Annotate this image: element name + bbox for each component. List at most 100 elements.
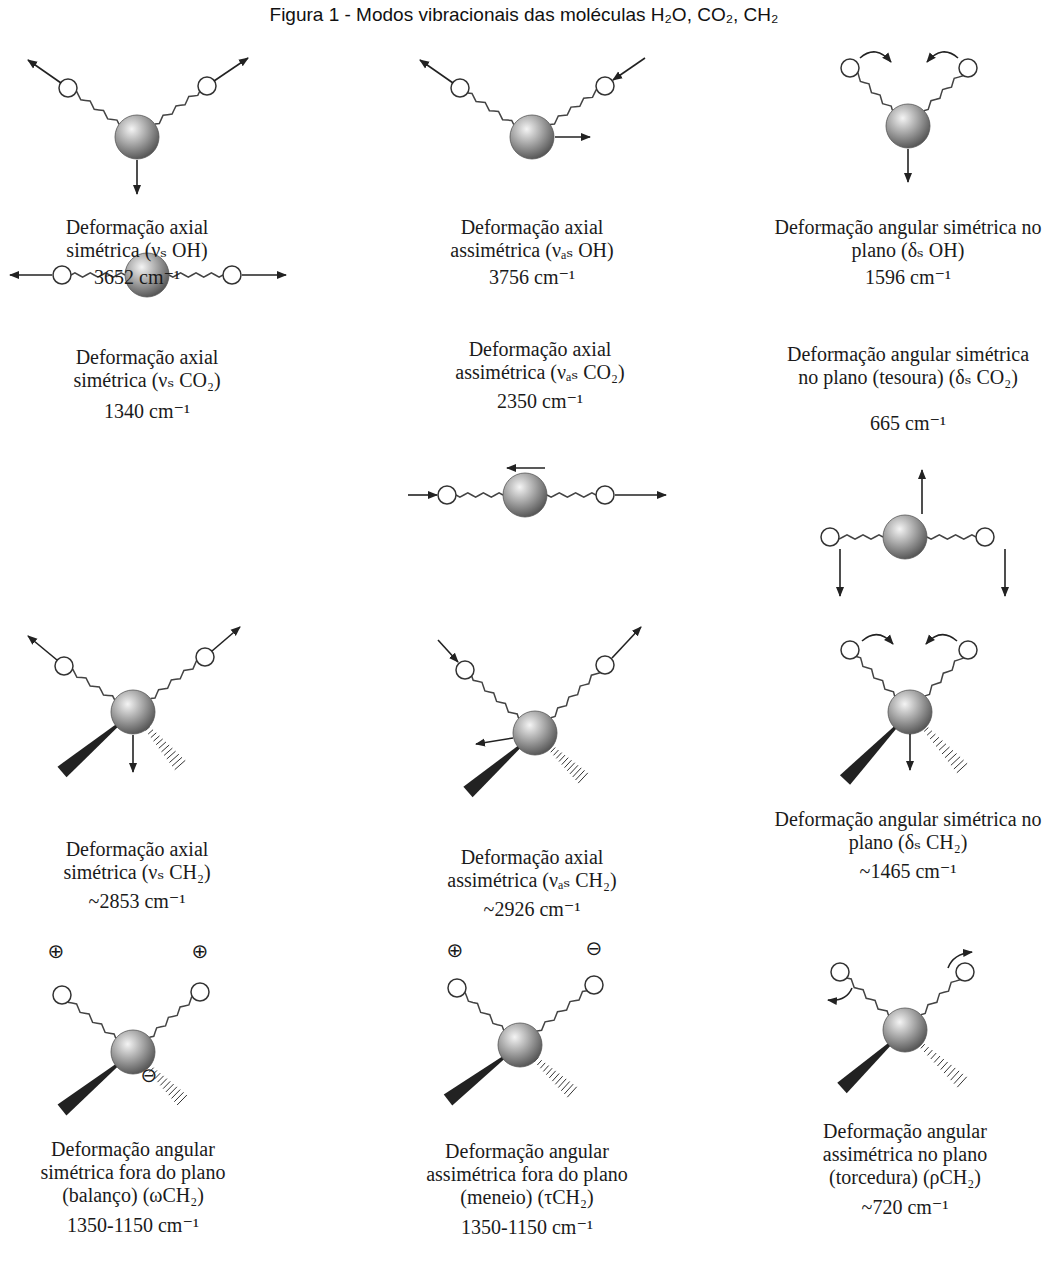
- light-atom: [198, 77, 216, 95]
- hash-bond: [957, 763, 967, 773]
- light-atom: [821, 528, 839, 546]
- bond-spring: [856, 657, 894, 697]
- motion-arrow: [408, 494, 437, 496]
- central-atom: [883, 515, 927, 559]
- hash-bond: [567, 1087, 576, 1097]
- light-atom: [959, 641, 977, 659]
- hash-bond: [930, 734, 935, 739]
- hash-bond: [559, 755, 565, 761]
- hash-bond: [931, 1053, 936, 1059]
- hash-bond: [160, 1079, 167, 1086]
- hash-bond: [927, 1050, 932, 1055]
- wavenumber-label: 665 cm⁻¹: [870, 412, 946, 435]
- central-atom: [886, 104, 930, 148]
- hash-bond: [562, 758, 568, 765]
- hash-bond: [924, 1047, 928, 1052]
- hash-bond: [164, 748, 172, 755]
- central-atom: [503, 473, 547, 517]
- light-atom: [596, 486, 614, 504]
- wavenumber-label: 1350-1150 cm⁻¹: [67, 1214, 199, 1237]
- light-atom: [448, 979, 466, 997]
- hash-bond: [151, 733, 156, 738]
- hash-bond: [554, 750, 559, 755]
- motion-arrow: [839, 549, 841, 596]
- wavenumber-label: ~720 cm⁻¹: [862, 1196, 949, 1219]
- motion-arrow: [612, 627, 641, 658]
- motion-arrow: [10, 274, 52, 276]
- bond-spring: [858, 73, 893, 111]
- bond-spring: [847, 978, 889, 1015]
- motion-arrow: [921, 470, 923, 514]
- wavenumber-label: 1596 cm⁻¹: [865, 266, 951, 289]
- mode-caption: Deformação angular assimétrica no plano …: [789, 1120, 1021, 1189]
- light-atom: [53, 986, 71, 1004]
- bond-spring: [547, 493, 596, 497]
- hash-bond: [948, 754, 957, 762]
- hash-bond: [546, 1068, 552, 1074]
- charge-sign: ⊕: [192, 941, 209, 961]
- motion-arrow: [615, 494, 666, 496]
- wavenumber-label: ~2853 cm⁻¹: [89, 890, 186, 913]
- hash-bond: [578, 773, 588, 783]
- mode-caption: Deformação axial simétrica (νₛ OH): [50, 216, 225, 262]
- hash-bond: [158, 1076, 164, 1082]
- light-atom: [596, 77, 614, 95]
- light-atom: [53, 266, 71, 284]
- motion-arrow: [438, 640, 458, 662]
- motion-arrow: [214, 58, 248, 81]
- central-atom: [513, 711, 557, 755]
- hash-bond: [957, 1077, 966, 1087]
- motion-arrow: [212, 627, 240, 651]
- mode-caption: Deformação angular simétrica no plano (t…: [784, 343, 1032, 389]
- hash-bond: [551, 748, 555, 753]
- mode-caption: Deformação angular simétrica fora do pla…: [22, 1138, 244, 1207]
- bond-spring: [921, 980, 960, 1015]
- motion-arrow: [909, 734, 911, 770]
- hash-bond: [555, 1076, 562, 1084]
- bond-spring: [839, 535, 883, 539]
- bond-spring: [467, 93, 513, 125]
- light-atom: [55, 657, 73, 675]
- mode-caption: Deformação axial assimétrica (νₐₛ CH₂): [437, 846, 627, 892]
- wavenumber-label: 1340 cm⁻¹: [104, 400, 190, 423]
- motion-arrow: [242, 274, 286, 276]
- hash-bond: [161, 745, 169, 752]
- hash-bond: [936, 741, 942, 747]
- hash-bond: [564, 760, 571, 767]
- light-atom: [976, 528, 994, 546]
- hash-bond: [556, 753, 561, 759]
- bond-spring: [155, 91, 200, 124]
- charge-sign: ⊕: [447, 940, 464, 960]
- motion-arrow: [132, 735, 134, 772]
- figure-title: Figura 1 - Modos vibracionais das molécu…: [0, 4, 1048, 26]
- charge-sign: ⊖: [141, 1065, 158, 1085]
- mode-caption: Deformação axial assimétrica (νₐₛ OH): [437, 216, 627, 262]
- light-atom: [831, 963, 849, 981]
- motion-arrow: [828, 988, 852, 1000]
- central-atom: [883, 1008, 927, 1052]
- hash-bond: [175, 760, 185, 769]
- bond-spring: [537, 991, 587, 1031]
- wavenumber-label: 3652 cm⁻¹: [94, 266, 180, 289]
- hash-bond: [159, 742, 166, 748]
- bond-spring: [149, 996, 191, 1037]
- bond-spring: [151, 661, 197, 699]
- light-atom: [59, 79, 77, 97]
- central-atom: [510, 115, 554, 159]
- hash-bond: [934, 1056, 940, 1062]
- hash-bond: [933, 737, 939, 742]
- light-atom: [438, 486, 456, 504]
- hash-bond: [941, 1062, 948, 1070]
- hash-bond: [927, 731, 932, 735]
- light-atom: [596, 656, 614, 674]
- motion-arrow: [476, 738, 513, 744]
- motion-arrow: [28, 60, 61, 83]
- central-atom: [111, 690, 155, 734]
- light-atom: [959, 59, 977, 77]
- motion-arrow: [1004, 549, 1006, 596]
- mode-caption: Deformação axial simétrica (νₛ CH₂): [50, 838, 225, 884]
- wavenumber-label: ~1465 cm⁻¹: [860, 860, 957, 883]
- mode-caption: Deformação axial simétrica (νₛ CO₂): [60, 346, 235, 392]
- light-atom: [841, 641, 859, 659]
